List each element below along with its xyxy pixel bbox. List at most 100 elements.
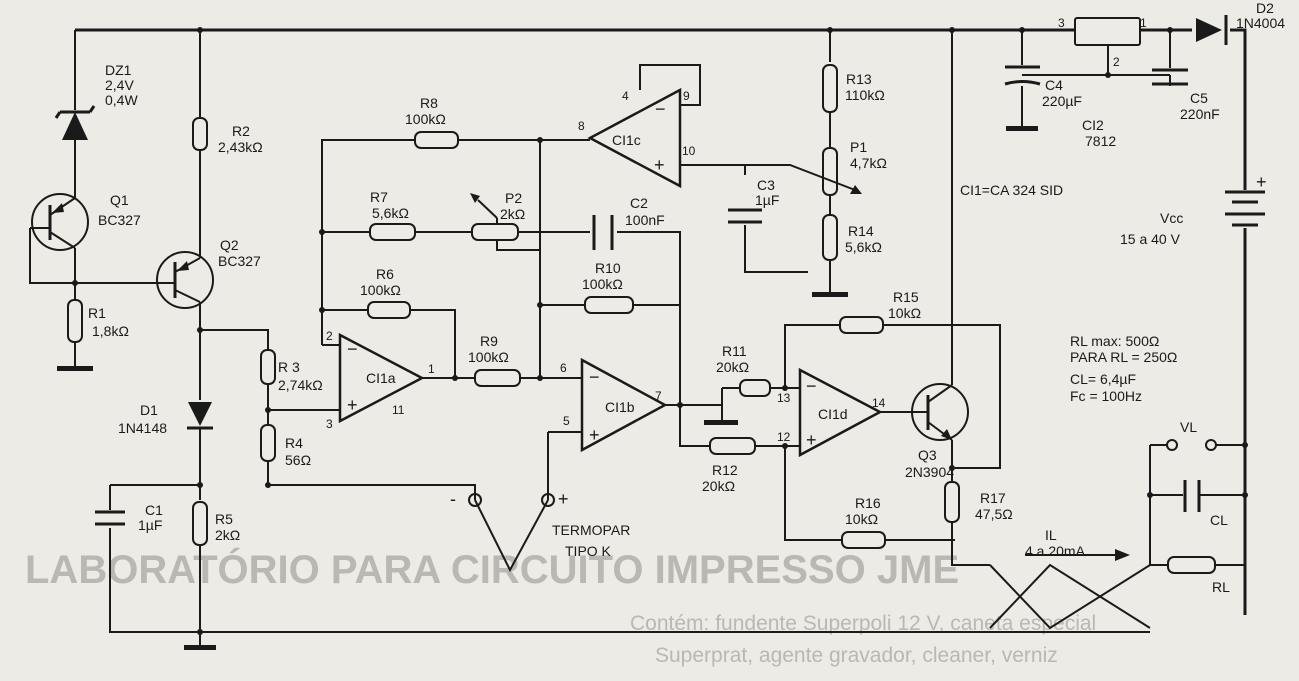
vcc-label: Vcc [1160,210,1183,226]
q1-transistor: Q1 BC327 [31,192,141,251]
ci1c-opamp: − + CI1c 8 10 4 9 [578,87,696,189]
p2-label: P2 [505,190,522,206]
d1-diode: D1 1N4148 [118,402,213,436]
ci1b-pin5: 5 [563,414,570,428]
r14-value: 5,6kΩ [845,239,882,255]
d2-type: 1N4004 [1236,15,1285,31]
q3-label: Q3 [918,447,937,463]
para-rl-note: PARA RL = 250Ω [1070,349,1177,365]
p1-potentiometer: P1 4,7kΩ [745,139,887,196]
ci1c-label: CI1c [612,132,641,148]
r9-value: 100kΩ [468,349,509,365]
c1-capacitor: C1 1µF [95,502,163,533]
junctions [72,27,1248,635]
r16-label: R16 [855,495,881,511]
c3-value: 1µF [755,192,779,208]
ci1c-minus: − [655,99,666,119]
dz1-voltage: 2,4V [105,77,134,93]
r8-label: R8 [420,95,438,111]
vcc-plus: + [1256,172,1267,192]
thermo-label-2: TIPO K [565,543,612,559]
ground-symbol [184,645,216,650]
ci1d-pin14: 14 [872,396,886,410]
d2-label: D2 [1256,0,1274,16]
q1-type: BC327 [98,212,141,228]
dz1-zener-diode: DZ1 2,4V 0,4W [54,62,138,140]
r3-value: 2,74kΩ [278,377,323,393]
r1-resistor: R1 1,8kΩ [67,299,129,343]
ci1a-pin1: 1 [428,362,435,376]
thermo-plus: + [558,489,569,509]
vl-label: VL [1180,419,1197,435]
dz1-label: DZ1 [105,62,132,78]
r17-label: R17 [980,490,1006,506]
ci1b-opamp: − + CI1b 6 5 7 [560,357,668,453]
r11-label: R11 [722,343,747,359]
c4-capacitor: C4 220µF [1004,65,1082,131]
ci1d-minus: − [806,376,817,396]
d1-type: 1N4148 [118,420,167,436]
ground-symbol [57,366,93,371]
c2-capacitor: C2 100nF [592,195,665,250]
r4-resistor: R4 56Ω [260,424,311,468]
r2-value: 2,43kΩ [218,139,263,155]
r4-value: 56Ω [285,452,311,468]
ci2-pin2: 2 [1113,55,1120,69]
ci2-label: CI2 [1082,117,1104,133]
q2-label: Q2 [220,237,239,253]
r15-resistor: R15 10kΩ [839,289,921,334]
bleed-text-line-2: Superprat, agente gravador, cleaner, ver… [655,644,1058,667]
ci1a-plus: + [347,395,358,415]
cl-capacitor: CL [1183,480,1228,528]
ci2-pin3: 3 [1058,16,1065,30]
r10-value: 100kΩ [582,276,623,292]
r7-resistor: R7 5,6kΩ [369,189,416,241]
r10-label: R10 [595,260,621,276]
r16-value: 10kΩ [845,511,878,527]
ci1d-plus: + [806,430,817,450]
r12-label: R12 [712,462,738,478]
ci1-note: CI1=CA 324 SID [960,182,1063,198]
r11-value: 20kΩ [716,359,749,375]
r17-resistor: R17 47,5Ω [944,481,1013,523]
r9-resistor: R9 100kΩ [468,333,521,387]
vl-terminals: VL [1166,419,1217,451]
vcc-range: 15 a 40 V [1120,231,1181,247]
ci1d-pin12: 12 [777,430,791,444]
r14-label: R14 [848,223,874,239]
ci2-7812-regulator: 3 1 2 CI2 7812 [1058,16,1147,149]
thermocouple-type-k: - + TERMOPAR TIPO K [450,489,630,559]
ci2-type: 7812 [1085,133,1116,149]
cl-value-note: CL= 6,4µF [1070,371,1136,387]
il-current-arrow: IL 4 a 20mA [1025,527,1130,561]
r13-label: R13 [846,71,872,87]
ci1b-pin7: 7 [655,389,662,403]
r8-resistor: R8 100kΩ [405,95,459,149]
r2-label: R2 [232,123,250,139]
rl-load-resistor: RL [1167,556,1230,595]
ci1c-pin8: 8 [578,119,585,133]
p2-potentiometer: P2 2kΩ [470,190,525,241]
r14-resistor: R14 5,6kΩ [822,214,882,261]
ground-symbol [704,420,738,425]
r12-value: 20kΩ [702,478,735,494]
ci1c-plus: + [654,155,665,175]
c2-label: C2 [630,195,648,211]
ci1b-label: CI1b [605,399,635,415]
ci1d-label: CI1d [818,406,848,422]
p2-value: 2kΩ [500,206,525,222]
r3-resistor: R 3 2,74kΩ [260,349,323,393]
r15-value: 10kΩ [888,305,921,321]
p1-value: 4,7kΩ [850,155,887,171]
c3-capacitor: C3 1µF [728,177,779,224]
r10-resistor: R10 100kΩ [582,260,634,314]
fc-value-note: Fc = 100Hz [1070,388,1142,404]
r5-resistor: R5 2kΩ [192,501,240,546]
ci1a-opamp: − + CI1a 2 3 1 11 [322,329,435,431]
r9-label: R9 [480,333,498,349]
r17-value: 47,5Ω [975,506,1013,522]
r11-resistor: R11 20kΩ [716,343,771,397]
r7-value: 5,6kΩ [372,205,409,221]
rl-label: RL [1212,579,1230,595]
